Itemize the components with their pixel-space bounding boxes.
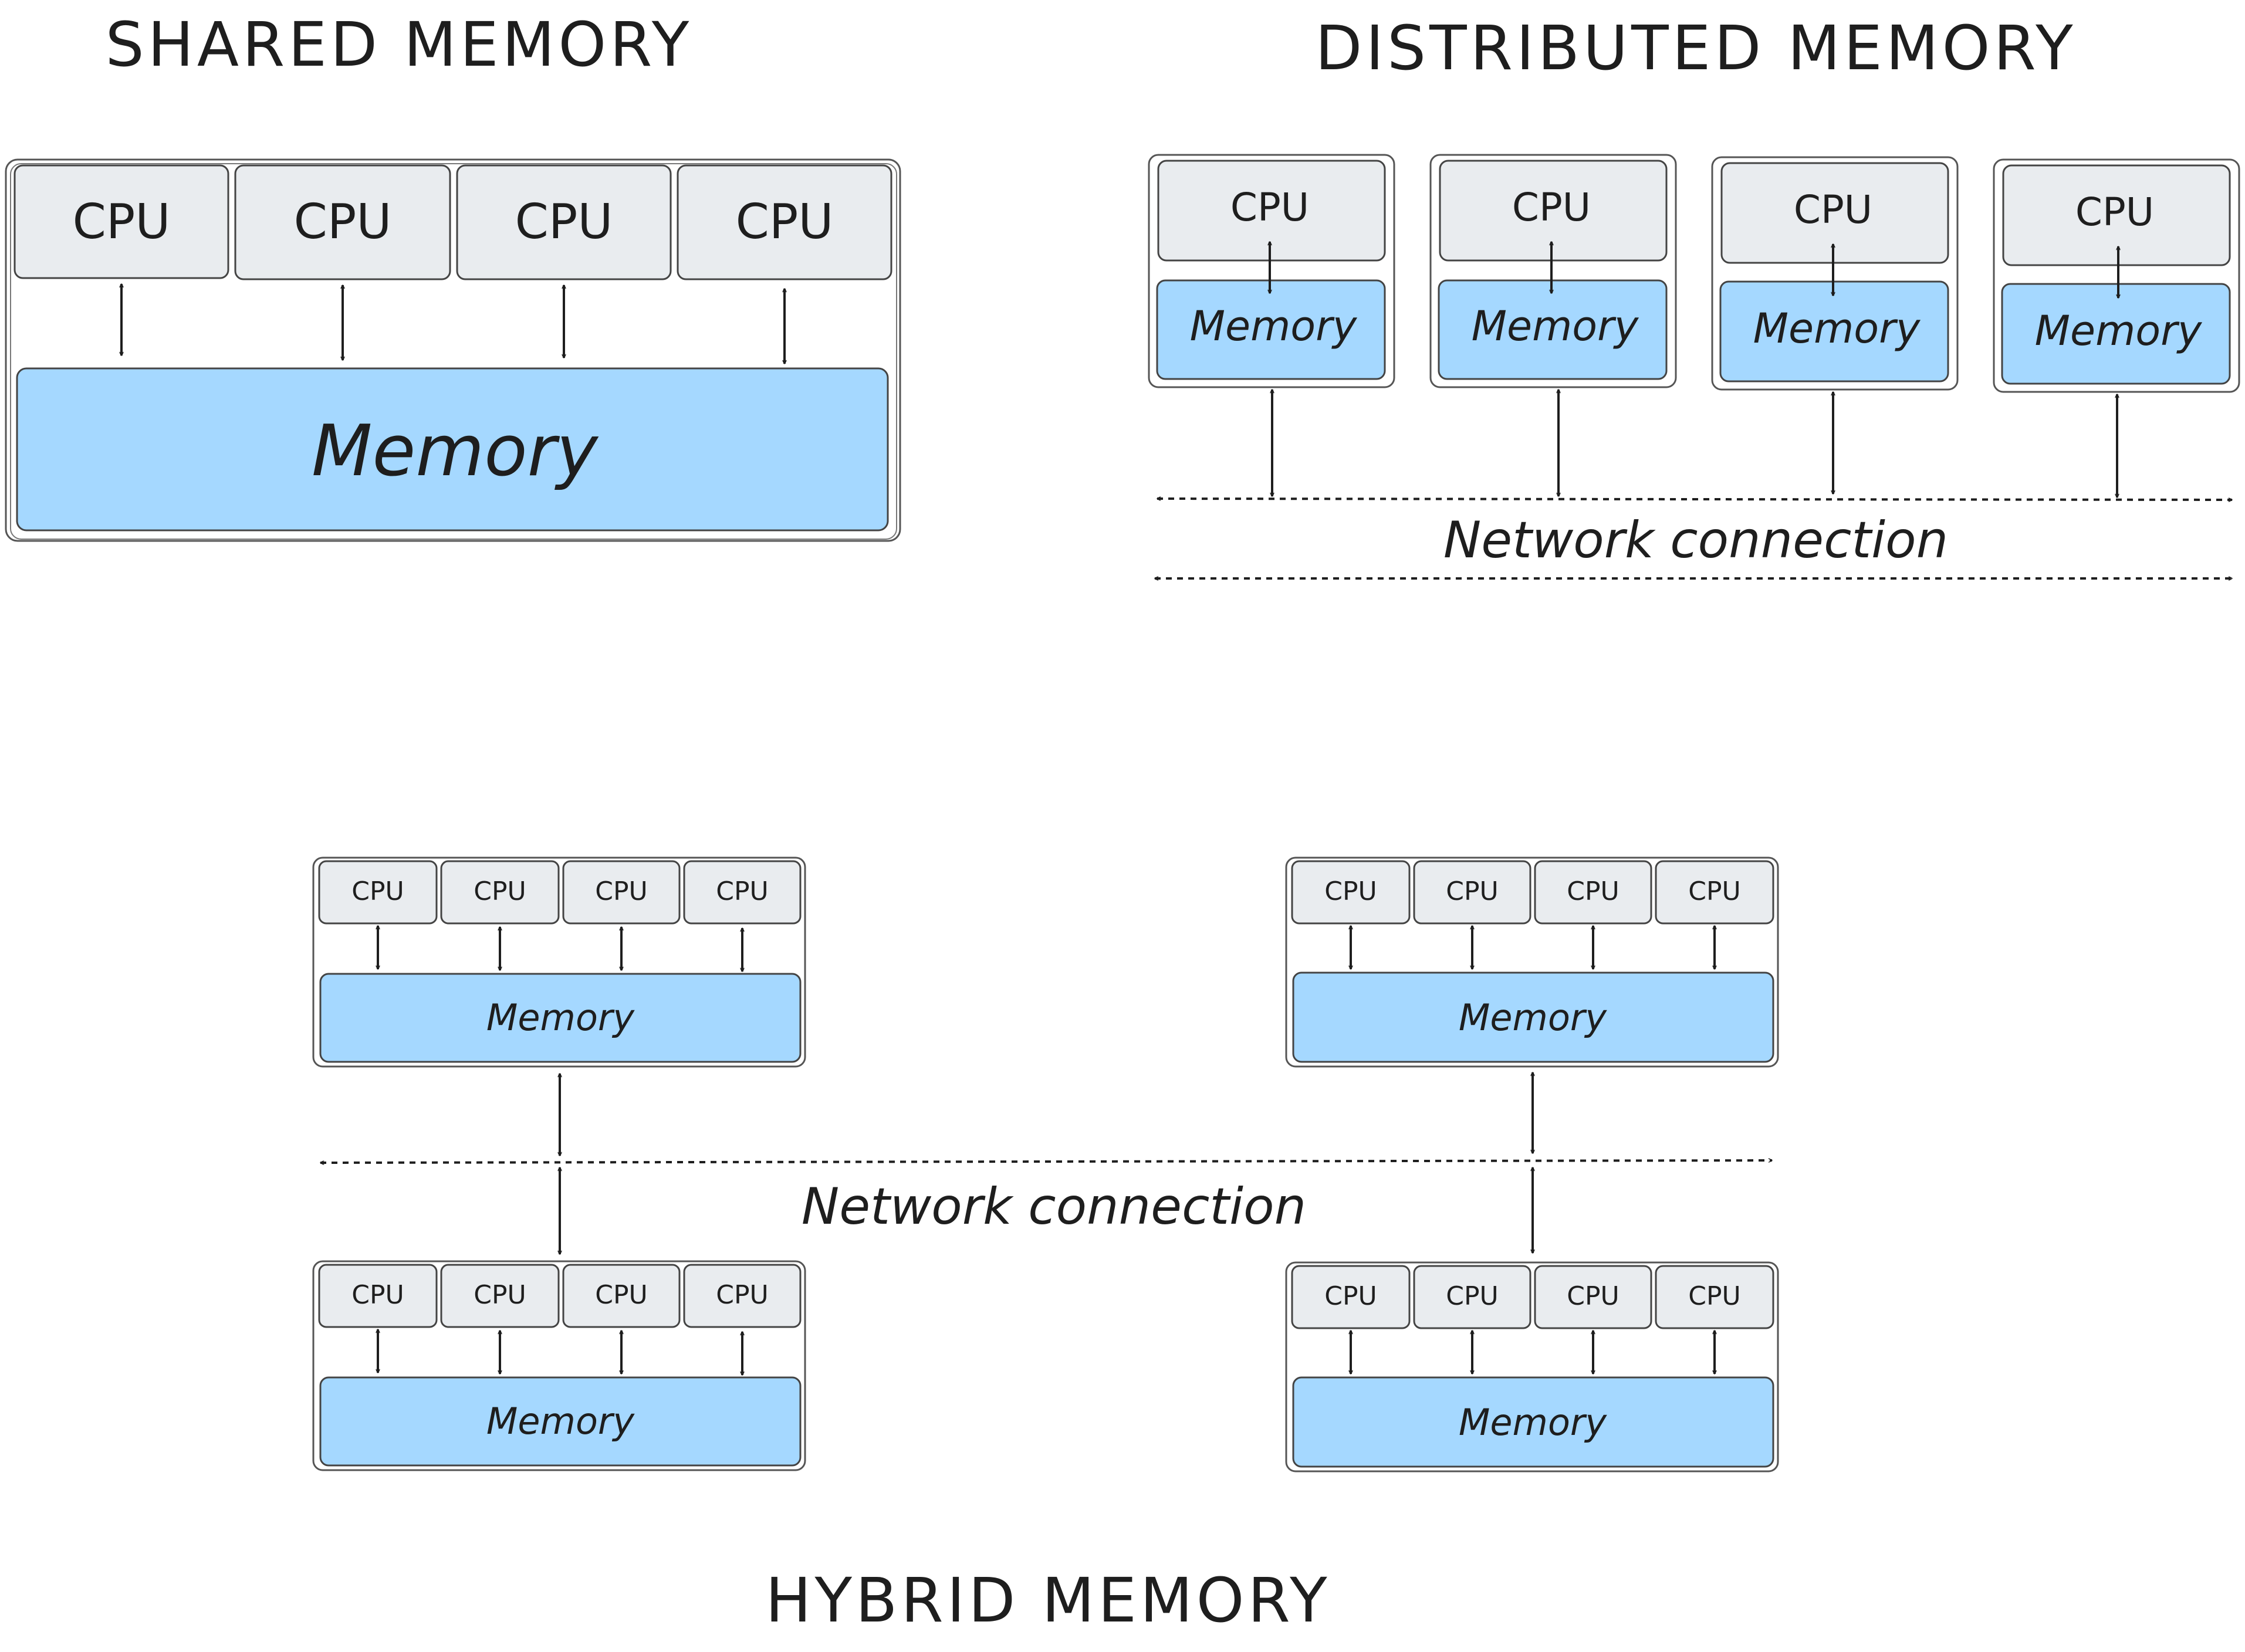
hybrid-cpu-label: CPU <box>595 1280 647 1310</box>
shared-cpu-box <box>13 164 229 279</box>
distributed-memory-label: Memory <box>1190 302 1358 350</box>
hybrid-memory-section: CPU CPU CPU CPU Memory CPU CPU CPU CPU <box>312 857 1779 1636</box>
distributed-cpu-label: CPU <box>1794 187 1872 232</box>
hybrid-cpu-label: CPU <box>1446 1281 1498 1311</box>
hybrid-cpu-box <box>1534 860 1652 925</box>
hybrid-memory-box <box>1292 971 1774 1063</box>
hybrid-cpu-box <box>1655 860 1774 925</box>
hybrid-cpu-label: CPU <box>595 876 647 906</box>
hybrid-cpu-label: CPU <box>1688 876 1740 906</box>
distributed-cpu-label: CPU <box>2075 189 2154 235</box>
hybrid-cpu-label: CPU <box>1688 1281 1740 1311</box>
hybrid-node-1: CPU CPU CPU CPU Memory <box>312 857 806 1068</box>
shared-cpu-label: CPU <box>294 194 392 250</box>
hybrid-memory-label: Memory <box>1459 996 1607 1039</box>
hybrid-node-2: CPU CPU CPU CPU Memory <box>1285 857 1779 1068</box>
shared-cpu-3: CPU <box>456 164 672 280</box>
hybrid-cpu-box <box>318 1264 438 1328</box>
hybrid-memory-title: HYBRID MEMORY <box>765 1565 1330 1636</box>
hybrid-memory-box <box>319 1376 802 1467</box>
hybrid-cpu-label: CPU <box>1324 876 1377 906</box>
network-line-top <box>1157 499 2232 500</box>
distributed-memory-label: Memory <box>1472 302 1639 350</box>
shared-cpu-2: CPU <box>234 164 451 280</box>
hybrid-memory-label: Memory <box>486 1400 635 1443</box>
shared-outer-frame-sketch <box>10 163 897 540</box>
shared-memory-label: Memory <box>312 411 599 492</box>
hybrid-cpu-box <box>440 1264 560 1328</box>
hybrid-node-3: CPU CPU CPU CPU Memory <box>312 1260 806 1471</box>
hybrid-cpu-label: CPU <box>351 1280 404 1310</box>
distributed-cpu-label: CPU <box>1230 185 1309 230</box>
hybrid-memory-label: Memory <box>1459 1401 1607 1444</box>
distributed-memory-title: DISTRIBUTED MEMORY <box>1315 12 2076 84</box>
shared-cpu-box <box>456 164 672 280</box>
shared-memory-box <box>16 367 889 532</box>
hybrid-cpu-label: CPU <box>474 1280 526 1310</box>
shared-cpu-box <box>677 164 892 280</box>
distributed-memory-section: DISTRIBUTED MEMORY CPU Memory CPU Memory… <box>1148 12 2240 578</box>
shared-memory-block: Memory <box>16 367 889 532</box>
hybrid-cpu-label: CPU <box>1324 1281 1377 1311</box>
shared-cpu-label: CPU <box>73 194 171 250</box>
hybrid-cpu-label: CPU <box>474 876 526 906</box>
distributed-node-1: CPU Memory <box>1148 154 1395 388</box>
distributed-network-label: Network connection <box>1443 511 1948 570</box>
hybrid-network-label: Network connection <box>802 1177 1306 1236</box>
hybrid-cpu-label: CPU <box>716 1280 768 1310</box>
shared-memory-title: SHARED MEMORY <box>106 9 693 80</box>
shared-cpu-4: CPU <box>677 164 892 280</box>
hybrid-memory-box <box>319 973 802 1063</box>
hybrid-node-4: CPU CPU CPU CPU Memory <box>1285 1261 1779 1472</box>
hybrid-cpu-box <box>1413 1265 1531 1329</box>
hybrid-cpu-box <box>1291 860 1411 925</box>
shared-memory-section: SHARED MEMORY CPU CPU CPU CPU Memory <box>5 9 901 542</box>
hybrid-cpu-label: CPU <box>1446 876 1498 906</box>
hybrid-cpu-box <box>562 1264 681 1328</box>
hybrid-cpu-label: CPU <box>351 876 404 906</box>
hybrid-cpu-box <box>683 860 802 925</box>
hybrid-cpu-box <box>1291 1265 1411 1329</box>
hybrid-memory-label: Memory <box>486 996 635 1039</box>
hybrid-memory-box <box>1292 1376 1774 1468</box>
distributed-node-2: CPU Memory <box>1429 154 1677 388</box>
hybrid-cpu-box <box>1413 860 1531 925</box>
shared-cpu-label: CPU <box>515 194 613 250</box>
hybrid-cpu-label: CPU <box>716 876 768 906</box>
distributed-memory-label: Memory <box>1753 304 1921 353</box>
shared-cpu-box <box>234 164 451 280</box>
hybrid-cpu-label: CPU <box>1567 876 1619 906</box>
shared-cpu-label: CPU <box>736 194 834 250</box>
distributed-memory-label: Memory <box>2035 307 2203 355</box>
shared-cpu-1: CPU <box>13 164 229 279</box>
hybrid-cpu-box <box>318 860 438 925</box>
hybrid-network-line <box>320 1160 1772 1163</box>
hybrid-cpu-box <box>1655 1265 1774 1329</box>
hybrid-cpu-label: CPU <box>1567 1281 1619 1311</box>
hybrid-cpu-box <box>440 860 560 925</box>
distributed-node-4: CPU Memory <box>1993 158 2240 393</box>
hybrid-cpu-box <box>562 860 681 925</box>
distributed-memory-box <box>2001 283 2231 385</box>
hybrid-cpu-box <box>1534 1265 1652 1329</box>
distributed-node-3: CPU Memory <box>1711 156 1959 391</box>
hybrid-cpu-box <box>683 1264 802 1328</box>
distributed-cpu-label: CPU <box>1512 185 1591 230</box>
